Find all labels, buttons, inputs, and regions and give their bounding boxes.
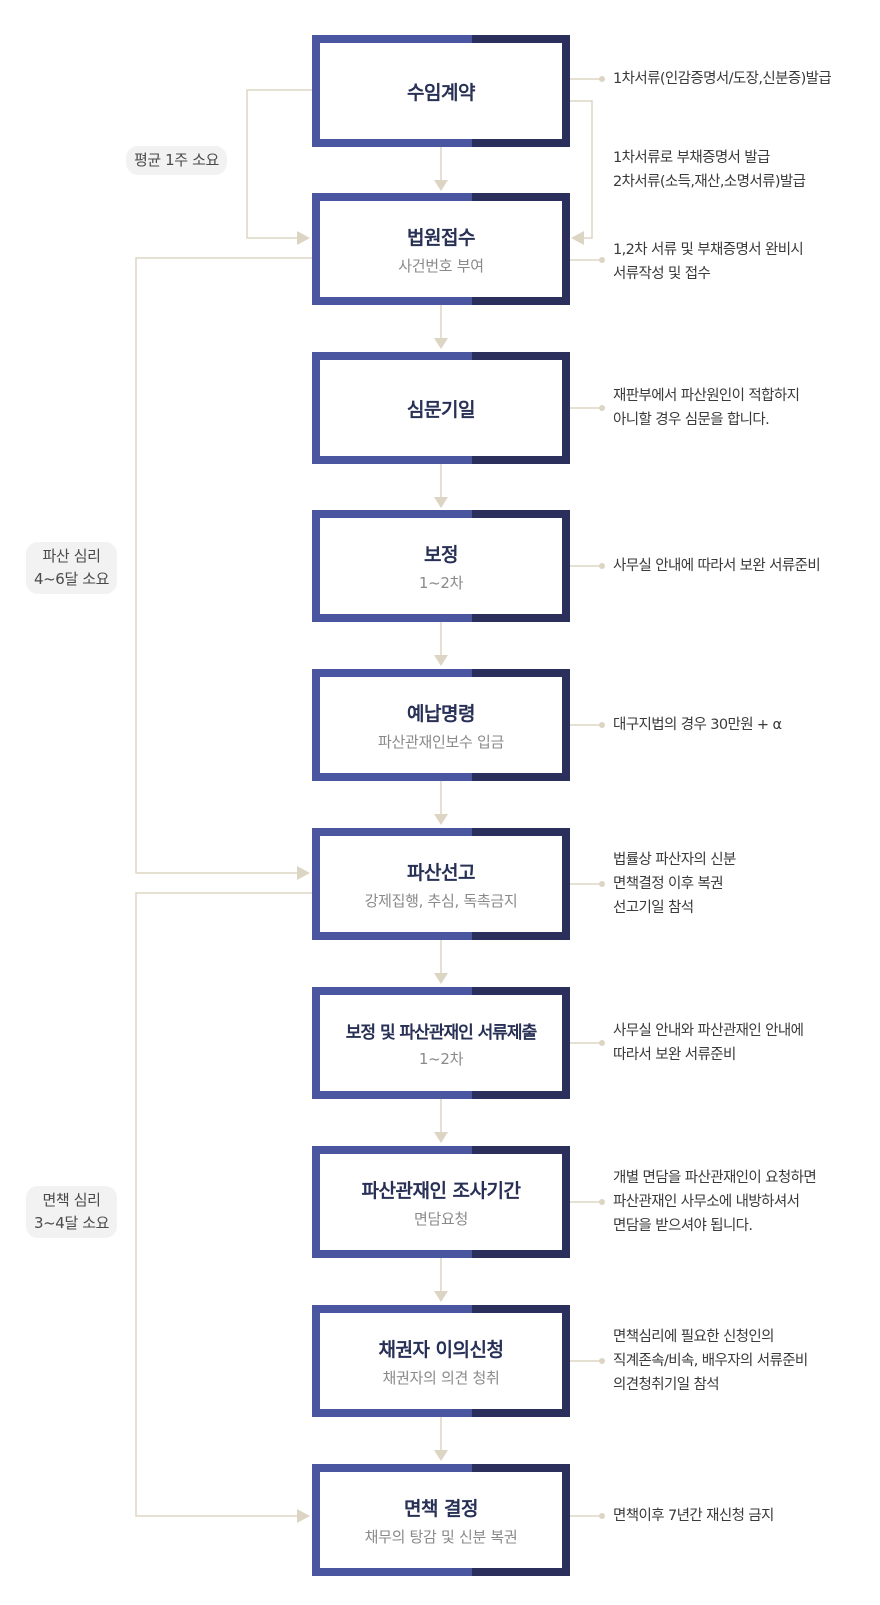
note-line: 사무실 안내와 파산관재인 안내에 [613,1023,804,1039]
duration-label: 3~4달 소요 [34,1214,110,1232]
step-contract: 수임계약 [312,35,570,147]
note-line: 면담을 받으셔야 됩니다. [613,1218,753,1234]
step-title: 면책 결정 [403,1497,479,1520]
step-subtitle: 파산관재인보수 입금 [378,732,504,751]
note-line: 의견청취기일 참석 [613,1377,720,1393]
step-title: 예납명령 [407,702,475,725]
note-line: 1차서류로 부채증명서 발급 [613,150,770,166]
note-line: 1차서류(인감증명서/도장,신분증)발급 [613,71,832,87]
step-title: 보정 및 파산관재인 서류제출 [345,1022,537,1043]
note-line: 면책심리에 필요한 신청인의 [613,1329,775,1345]
duration-bankrupt-badge: 파산 심리 4~6달 소요 [26,542,118,594]
note-line: 선고기일 참석 [613,900,694,916]
step-subtitle: 사건번호 부여 [398,256,484,275]
week-bracket [246,89,312,239]
step-title: 채권자 이의신청 [378,1338,504,1361]
duration-week-badge: 평균 1주 소요 [126,146,227,175]
note-line: 대구지법의 경우 30만원 + α [613,717,782,733]
note-line: 따라서 보완 서류준비 [613,1047,736,1063]
note-contract: 1차서류(인감증명서/도장,신분증)발급 [613,67,875,91]
discharge-bracket [135,892,312,1517]
step-bankruptcy-declaration: 파산선고 강제집행, 추심, 독촉금지 [312,828,570,940]
duration-label: 평균 1주 소요 [134,151,219,169]
step-title: 수임계약 [407,81,475,104]
step-title: 파산선고 [407,861,475,884]
note-creditor-objection: 면책심리에 필요한 신청인의 직계존속/비속, 배우자의 서류준비 의견청취기일… [613,1325,875,1397]
step-creditor-objection: 채권자 이의신청 채권자의 의견 청취 [312,1305,570,1417]
step-discharge-decision: 면책 결정 채무의 탕감 및 신분 복권 [312,1464,570,1576]
right-bracket [570,100,593,239]
note-line: 면책결정 이후 복권 [613,876,724,892]
step-correction: 보정 1~2차 [312,510,570,622]
duration-discharge-badge: 면책 심리 3~4달 소요 [26,1186,118,1238]
step-trustee-investigation: 파산관재인 조사기간 면담요청 [312,1146,570,1258]
note-hearing: 재판부에서 파산원인이 적합하지 아니할 경우 심문을 합니다. [613,384,875,432]
step-subtitle: 면담요청 [413,1209,468,1228]
note-discharge: 면책이후 7년간 재신청 금지 [613,1504,875,1528]
note-deposit: 대구지법의 경우 30만원 + α [613,713,875,737]
step-subtitle: 1~2차 [418,1049,464,1068]
note-line: 재판부에서 파산원인이 적합하지 [613,388,800,404]
step-subtitle: 채무의 탕감 및 신분 복권 [364,1527,518,1546]
step-title: 법원접수 [407,226,475,249]
step-title: 파산관재인 조사기간 [361,1179,521,1202]
note-court-filing: 1,2차 서류 및 부채증명서 완비시 서류작성 및 접수 [613,238,875,286]
note-line: 개별 면담을 파산관재인이 요청하면 [613,1170,817,1186]
note-line: 1,2차 서류 및 부채증명서 완비시 [613,242,804,258]
step-subtitle: 채권자의 의견 청취 [382,1368,500,1387]
step-subtitle: 강제집행, 추심, 독촉금지 [364,891,518,910]
step-trustee-submission: 보정 및 파산관재인 서류제출 1~2차 [312,987,570,1099]
duration-label: 파산 심리 [42,547,101,565]
note-correction: 사무실 안내에 따라서 보완 서류준비 [613,554,875,578]
note-line: 서류작성 및 접수 [613,266,711,282]
note-trustee-submission: 사무실 안내와 파산관재인 안내에 따라서 보완 서류준비 [613,1019,875,1067]
note-line: 사무실 안내에 따라서 보완 서류준비 [613,558,821,574]
note-line: 법률상 파산자의 신분 [613,852,736,868]
note-line: 면책이후 7년간 재신청 금지 [613,1508,774,1524]
note-documents: 1차서류로 부채증명서 발급 2차서류(소득,재산,소명서류)발급 [613,146,875,194]
note-line: 파산관재인 사무소에 내방하셔서 [613,1194,800,1210]
step-title: 심문기일 [407,398,475,421]
step-subtitle: 1~2차 [418,573,464,592]
note-line: 아니할 경우 심문을 합니다. [613,412,770,428]
note-declaration: 법률상 파산자의 신분 면책결정 이후 복권 선고기일 참석 [613,848,875,920]
duration-label: 4~6달 소요 [34,570,110,588]
note-trustee-investigation: 개별 면담을 파산관재인이 요청하면 파산관재인 사무소에 내방하셔서 면담을 … [613,1166,875,1238]
bankrupt-bracket [135,257,312,874]
note-line: 2차서류(소득,재산,소명서류)발급 [613,174,806,190]
step-deposit-order: 예납명령 파산관재인보수 입금 [312,669,570,781]
step-court-filing: 법원접수 사건번호 부여 [312,193,570,305]
note-line: 직계존속/비속, 배우자의 서류준비 [613,1353,808,1369]
step-title: 보정 [424,543,458,566]
step-hearing: 심문기일 [312,352,570,464]
duration-label: 면책 심리 [42,1191,101,1209]
